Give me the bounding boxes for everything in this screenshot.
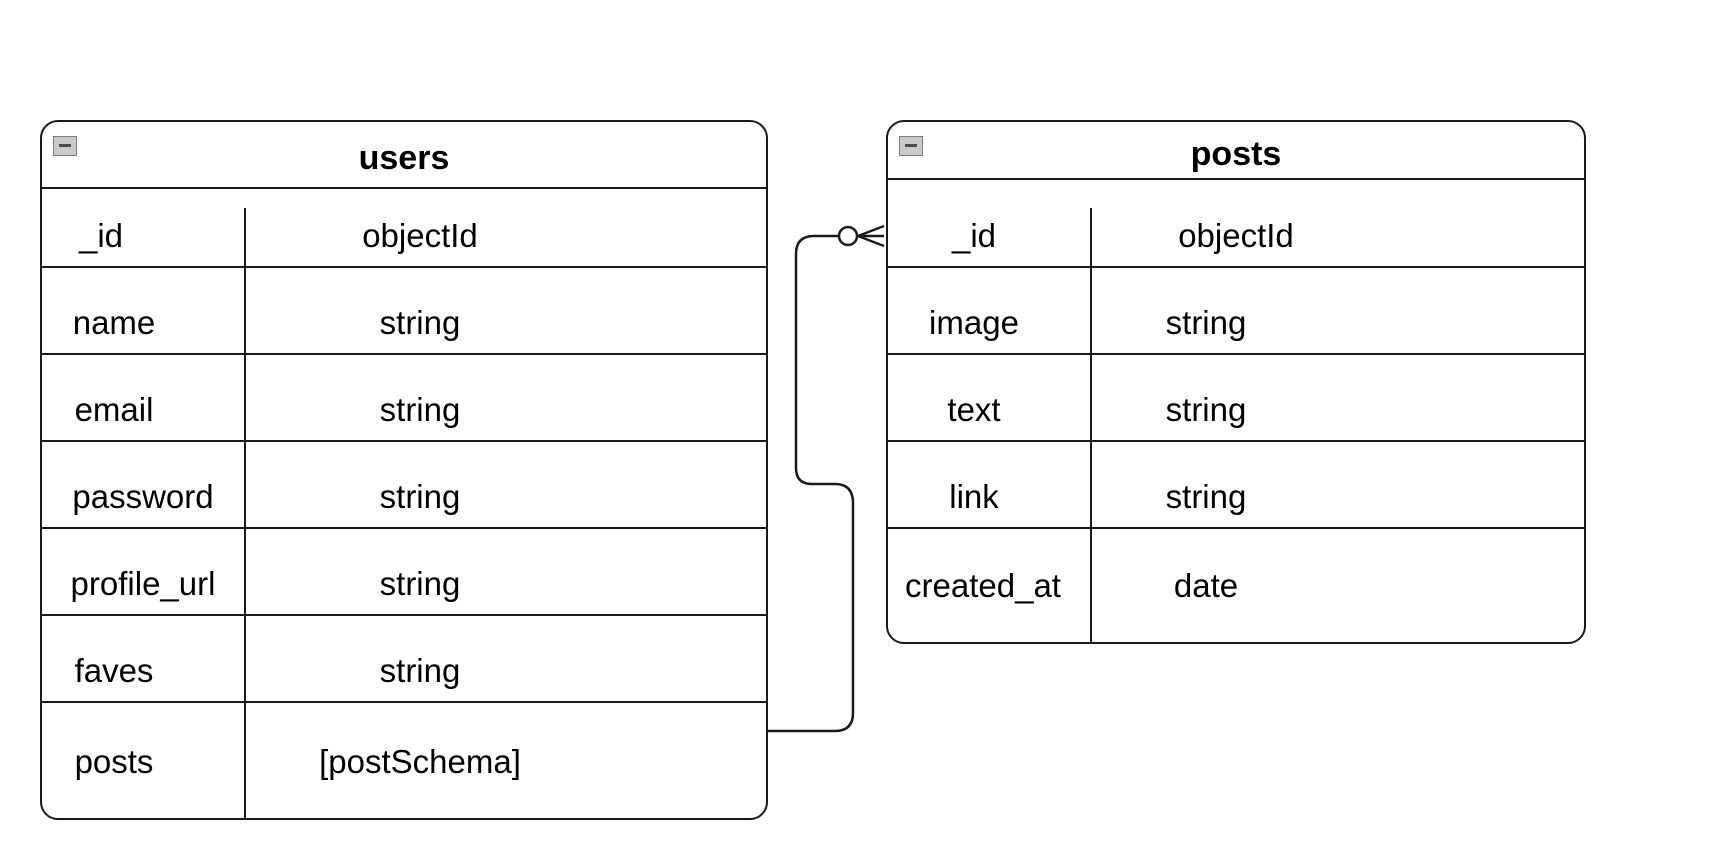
row-divider [42, 440, 766, 442]
collapse-icon[interactable] [899, 136, 923, 156]
field-name: email [74, 391, 154, 428]
field-name: faves [74, 652, 154, 689]
row-divider [42, 353, 766, 355]
row-divider [888, 527, 1584, 529]
field-type: [postSchema] [319, 743, 521, 780]
row-divider [42, 614, 766, 616]
zero-cardinality-icon [837, 225, 859, 247]
header-divider [42, 187, 766, 189]
crows-foot-icon [857, 224, 885, 248]
row-divider [42, 527, 766, 529]
field-name: _id [78, 217, 124, 254]
field-type: objectId [362, 217, 478, 254]
field-name: posts [74, 743, 154, 780]
posts-entity[interactable]: posts _id objectId image string text str… [886, 120, 1586, 644]
field-name: link [949, 478, 999, 515]
field-type: string [379, 565, 461, 602]
row-divider [888, 266, 1584, 268]
field-name: created_at [905, 567, 1061, 604]
field-type: date [1173, 567, 1239, 604]
row-divider [888, 353, 1584, 355]
collapse-icon[interactable] [53, 136, 77, 156]
column-divider [1090, 208, 1092, 642]
field-name: image [929, 304, 1019, 341]
relationship-line [768, 234, 855, 733]
field-type: objectId [1178, 217, 1294, 254]
row-divider [888, 440, 1584, 442]
field-type: string [1165, 478, 1247, 515]
entity-title-users: users [358, 139, 450, 177]
field-type: string [379, 391, 461, 428]
field-type: string [379, 304, 461, 341]
field-name: password [72, 478, 214, 515]
field-name: profile_url [70, 565, 216, 602]
field-type: string [379, 478, 461, 515]
field-type: string [1165, 391, 1247, 428]
field-name: _id [951, 217, 997, 254]
field-type: string [379, 652, 461, 689]
row-divider [42, 701, 766, 703]
entity-title-posts: posts [1190, 135, 1282, 173]
row-divider [42, 266, 766, 268]
users-entity[interactable]: users _id objectId name string email str… [40, 120, 768, 820]
column-divider [244, 208, 246, 818]
field-name: name [72, 304, 156, 341]
field-type: string [1165, 304, 1247, 341]
field-name: text [947, 391, 1001, 428]
header-divider [888, 178, 1584, 180]
